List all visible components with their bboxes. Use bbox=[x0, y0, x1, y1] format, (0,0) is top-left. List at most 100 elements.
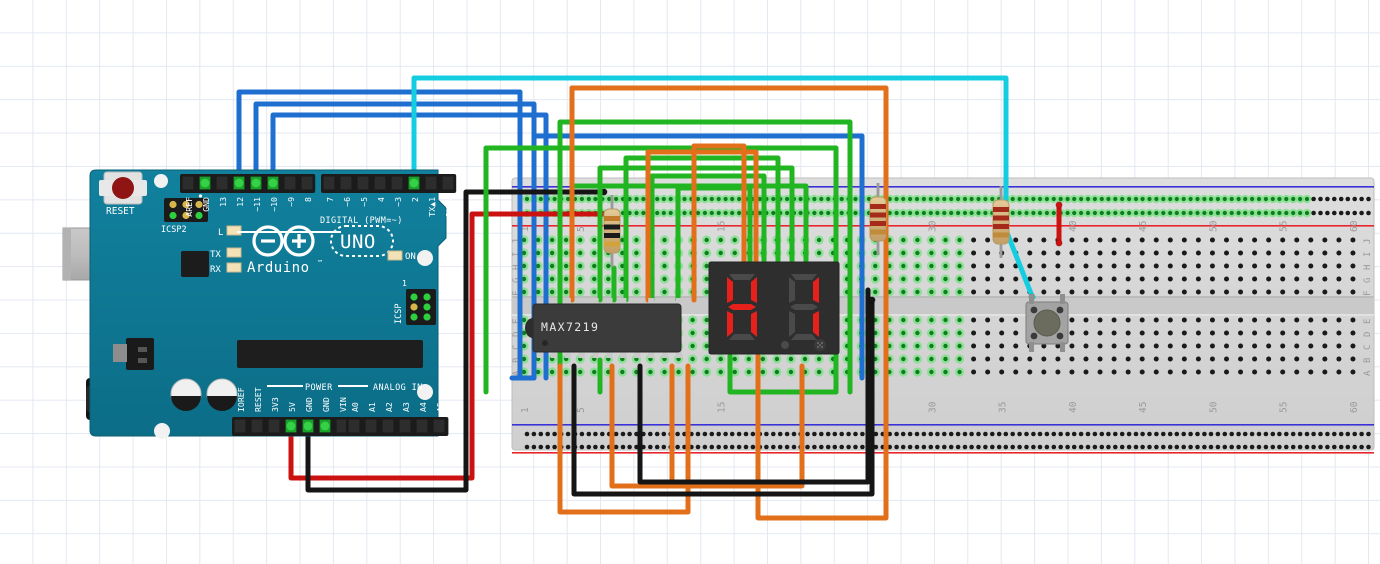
wire[interactable] bbox=[305, 189, 607, 493]
pin-label-8[interactable]: 8 bbox=[303, 197, 313, 202]
breadboard-column-letter: A bbox=[1363, 370, 1373, 376]
wire[interactable] bbox=[609, 363, 805, 489]
segment-b bbox=[813, 277, 819, 303]
breadboard-column-letter: A bbox=[512, 370, 522, 376]
segment-f bbox=[727, 277, 733, 303]
wire[interactable] bbox=[253, 101, 537, 381]
digital-header-left[interactable]: AREF GND 13 12 ~11 ~10 ~9 8 bbox=[180, 174, 316, 217]
pin-label-10[interactable]: ~10 bbox=[269, 197, 279, 212]
pin-label-GND[interactable]: GND bbox=[321, 397, 331, 412]
pin-label-4[interactable]: 4 bbox=[376, 197, 386, 202]
pin-label-7[interactable]: 7 bbox=[325, 197, 335, 202]
pin-label-A0[interactable]: A0 bbox=[350, 402, 360, 412]
analog-header[interactable]: A0 A1 A2 A3 A4 A5 bbox=[346, 402, 449, 436]
segment-a bbox=[791, 274, 817, 280]
breadboard-column-letter: E bbox=[1363, 319, 1373, 324]
pin-label-GND[interactable]: GND bbox=[201, 197, 211, 212]
pin-label-A5[interactable]: A5 bbox=[435, 402, 445, 412]
pin-label-6[interactable]: ~6 bbox=[342, 197, 352, 207]
breadboard-row-number: 35 bbox=[998, 402, 1009, 413]
wire[interactable] bbox=[675, 185, 753, 303]
analog-group-label: ANALOG IN bbox=[373, 383, 423, 393]
max7219-ic[interactable]: MAX7219 bbox=[525, 298, 682, 358]
pushbutton[interactable] bbox=[1025, 294, 1069, 352]
pin-label-AREF[interactable]: AREF bbox=[184, 197, 194, 217]
wire[interactable] bbox=[557, 119, 853, 395]
pin-label-TX1[interactable]: TX▲1 bbox=[427, 197, 437, 217]
mounting-hole bbox=[417, 384, 433, 400]
pin-label-13[interactable]: 13 bbox=[218, 197, 228, 207]
pin-label-A4[interactable]: A4 bbox=[418, 402, 428, 412]
icsp-header[interactable] bbox=[406, 289, 436, 325]
status-leds: L TX RX ON bbox=[210, 225, 416, 275]
pin-label-RX0[interactable]: RX▼0 bbox=[444, 197, 454, 217]
resistor-layer[interactable] bbox=[603, 183, 1010, 267]
wire[interactable] bbox=[649, 173, 767, 303]
breadboard-column-letter: G bbox=[512, 278, 522, 283]
breadboard-row-number: 15 bbox=[717, 402, 728, 413]
wire[interactable] bbox=[569, 85, 889, 521]
mounting-hole bbox=[154, 423, 170, 439]
breadboard-rail-top bbox=[512, 186, 1374, 227]
pin-label-3V3[interactable]: 3V3 bbox=[270, 397, 280, 412]
wire[interactable] bbox=[645, 149, 759, 271]
pin-label-VIN[interactable]: VIN bbox=[338, 397, 348, 412]
wire[interactable] bbox=[691, 143, 747, 271]
breadboard-row-number: 50 bbox=[1208, 401, 1219, 413]
breadboard-column-letter: F bbox=[1363, 291, 1373, 296]
resistor[interactable] bbox=[869, 183, 887, 255]
voltage-regulator bbox=[113, 338, 154, 370]
breadboard-row-number: 60 bbox=[1349, 220, 1360, 232]
pin-label-11[interactable]: ~11 bbox=[252, 197, 262, 212]
wire[interactable] bbox=[411, 75, 1035, 299]
breadboard-row-number: 50 bbox=[1208, 220, 1219, 232]
wire[interactable] bbox=[557, 363, 691, 515]
breadboard-row-number: 55 bbox=[1279, 221, 1290, 232]
breadboard-row-number: 5 bbox=[576, 226, 587, 232]
wire[interactable] bbox=[236, 89, 523, 381]
pin-label-12[interactable]: 12 bbox=[235, 197, 245, 207]
pin-label-2[interactable]: 2 bbox=[410, 197, 420, 202]
led-label-tx: TX bbox=[210, 250, 221, 260]
breadboard-row-number: 40 bbox=[1068, 401, 1079, 413]
breadboard-column-letter: D bbox=[1363, 332, 1373, 337]
pin-label-A2[interactable]: A2 bbox=[384, 402, 394, 412]
arduino-uno-board[interactable]: RESET ICSP2 1 ICSP bbox=[62, 169, 457, 439]
reset-button[interactable] bbox=[99, 171, 147, 205]
power-header[interactable]: IOREF RESET 3V3 5V GND GND VIN bbox=[232, 387, 351, 436]
resistor[interactable] bbox=[992, 186, 1010, 258]
pin-label-3[interactable]: ~3 bbox=[393, 197, 403, 207]
pin-label-A1[interactable]: A1 bbox=[367, 402, 377, 412]
resistor[interactable] bbox=[603, 195, 621, 267]
pin-label-A3[interactable]: A3 bbox=[401, 402, 411, 412]
breadboard-row-number: 30 bbox=[927, 401, 938, 413]
wire[interactable] bbox=[623, 155, 781, 303]
reset-label: RESET bbox=[106, 206, 135, 217]
pin-label-9[interactable]: ~9 bbox=[286, 197, 296, 207]
breadboard-column-letter: D bbox=[512, 332, 522, 337]
icsp2-header[interactable] bbox=[164, 194, 208, 222]
pin-label-5[interactable]: ~5 bbox=[359, 197, 369, 207]
wire[interactable] bbox=[270, 112, 549, 381]
wire[interactable] bbox=[571, 297, 875, 497]
digital-group-label: DIGITAL (PWM=~) bbox=[320, 216, 403, 226]
pin-label-GND[interactable]: GND bbox=[304, 397, 314, 412]
segment-g bbox=[728, 304, 756, 310]
brand-text: Arduino bbox=[247, 260, 310, 276]
led-label-on: ON bbox=[405, 252, 416, 262]
pin-label-IOREF[interactable]: IOREF bbox=[236, 387, 246, 412]
icsp-label: ICSP bbox=[394, 304, 404, 324]
segment-b bbox=[751, 277, 757, 303]
pin-label-RESET[interactable]: RESET bbox=[253, 387, 263, 412]
decimal-point-right bbox=[814, 339, 826, 351]
pin-label-5V[interactable]: 5V bbox=[287, 402, 297, 412]
digital-header-right[interactable]: 7 ~6 ~5 4 ~3 2 TX▲1 RX▼0 bbox=[321, 174, 457, 217]
power-group-label: POWER bbox=[305, 383, 333, 393]
seven-segment-display[interactable] bbox=[708, 261, 840, 355]
wire-endpoint bbox=[868, 296, 876, 304]
breadboard-rail-holes-bottom[interactable] bbox=[524, 431, 1371, 450]
wire[interactable] bbox=[288, 211, 615, 481]
wire[interactable] bbox=[637, 287, 871, 485]
